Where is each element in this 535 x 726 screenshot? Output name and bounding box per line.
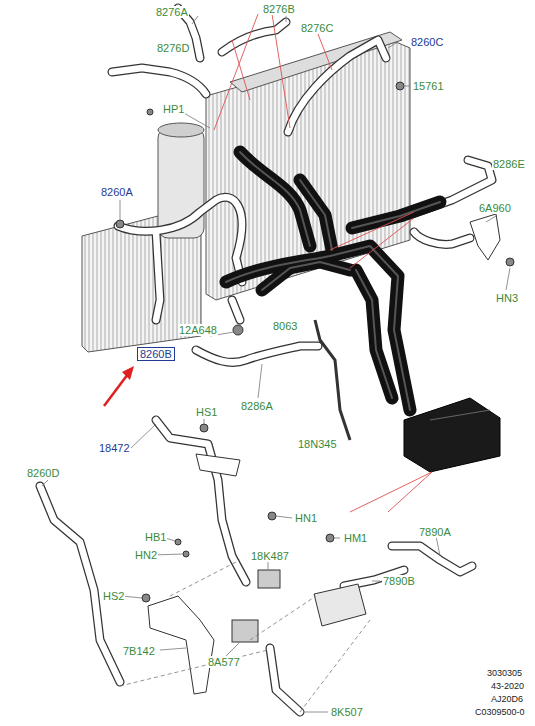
callout-number: 7890B [382, 575, 416, 587]
callout-number: 8286E [492, 158, 526, 170]
coolant-reservoir [404, 398, 500, 472]
drawing-reference: 43-2020 [490, 680, 525, 692]
bracket [470, 214, 500, 260]
callout-number: 7890A [418, 526, 452, 538]
callout-number: HM1 [343, 532, 368, 544]
pointer-arrowhead [122, 366, 134, 380]
valve [232, 620, 258, 642]
hose-outline [40, 8, 492, 712]
callout-number: 18K487 [250, 550, 290, 562]
callout-number: HB1 [144, 531, 167, 543]
red-leader-line [214, 14, 432, 512]
black-hose [226, 152, 440, 410]
drawing-reference: C0309500-0 [474, 706, 526, 718]
bracket [148, 596, 214, 694]
callout-number: 8K507 [330, 706, 364, 718]
callout-number: 15761 [412, 80, 445, 92]
callout-number: 6A960 [478, 202, 512, 214]
valve [258, 570, 280, 588]
callout-number: 8286A [240, 400, 274, 412]
callout-number: HS2 [102, 590, 125, 602]
pipe [315, 320, 350, 440]
callout-number: 8276D [156, 42, 190, 54]
filter-cap [158, 123, 204, 137]
callout-number: HS1 [195, 406, 218, 418]
oil-cooler [314, 584, 366, 626]
drawing-reference: AJ20D6 [490, 693, 524, 705]
drawing-reference: 3030305 [486, 667, 523, 679]
callout-number: 8276C [300, 22, 334, 34]
callout-number: 7B142 [122, 645, 156, 657]
fastener [116, 82, 514, 602]
callout-number: 8260D [26, 467, 60, 479]
callout-number: 18N345 [297, 438, 338, 450]
callout-number: 8276A [155, 6, 189, 18]
callout-number: 12A648 [178, 324, 218, 336]
dashed-group-line [120, 560, 370, 712]
callout-number: 8260C [410, 36, 444, 48]
callout-number: 18472 [98, 442, 131, 454]
callout-number: HN2 [134, 549, 158, 561]
callout-number: HN3 [495, 292, 519, 304]
bracket [196, 454, 240, 476]
pointer-arrow [104, 374, 128, 406]
callout-number: 8063 [272, 320, 298, 332]
hose [40, 8, 492, 712]
callout-number: 8A577 [207, 656, 241, 668]
hose-highlight [226, 152, 440, 410]
leader-line [42, 16, 510, 712]
highlighted-callout: 8260B [137, 347, 175, 361]
callout-number: HP1 [162, 103, 185, 115]
callout-number: 8276B [262, 3, 296, 15]
callout-number: 8260B [140, 348, 172, 360]
callout-number: 8260A [100, 186, 134, 198]
callout-number: HN1 [294, 512, 318, 524]
